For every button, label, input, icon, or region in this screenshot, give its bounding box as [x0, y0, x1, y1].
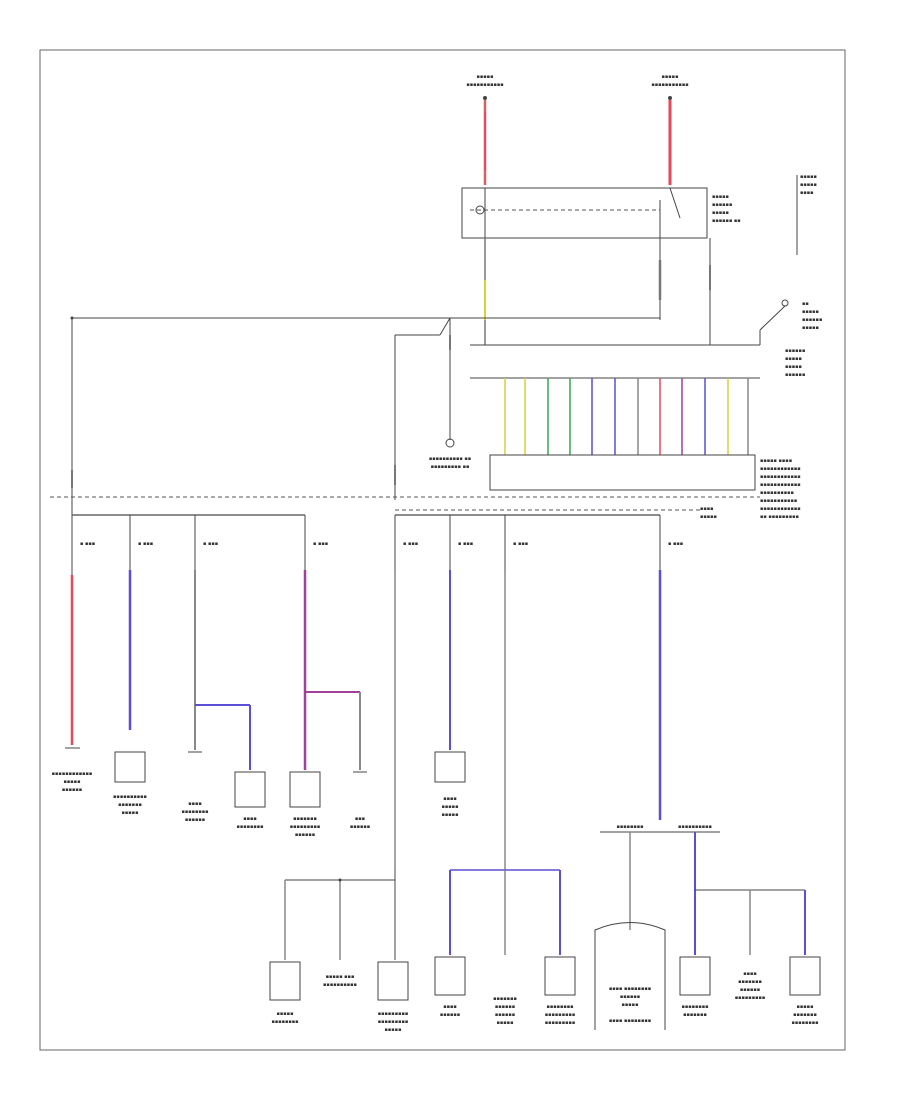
svg-text:▪▪▪▪▪▪: ▪▪▪▪▪▪ [785, 372, 805, 378]
svg-text:▪▪▪▪▪ ▪▪▪: ▪▪▪▪▪ ▪▪▪ [326, 974, 355, 980]
svg-text:▪▪▪▪▪▪▪▪▪▪ ▪▪: ▪▪▪▪▪▪▪▪▪▪ ▪▪ [429, 456, 471, 462]
svg-text:▪▪▪▪▪▪▪▪▪▪▪▪: ▪▪▪▪▪▪▪▪▪▪▪▪ [760, 466, 801, 472]
svg-text:▪▪▪▪▪: ▪▪▪▪▪ [785, 364, 802, 370]
svg-text:▪ ▪▪▪: ▪ ▪▪▪ [458, 541, 473, 547]
svg-text:▪▪▪▪▪: ▪▪▪▪▪ [442, 804, 459, 810]
svg-text:▪▪▪▪▪: ▪▪▪▪▪ [442, 812, 459, 818]
svg-text:▪▪▪▪▪▪▪▪▪▪: ▪▪▪▪▪▪▪▪▪▪ [760, 490, 794, 496]
power-relay: ▪▪▪▪▪ ▪▪▪▪▪▪ ▪▪▪▪▪ ▪▪▪▪▪▪ ▪▪ ▪▪▪▪▪ ▪▪▪▪▪… [461, 174, 817, 255]
svg-text:▪▪▪▪▪▪: ▪▪▪▪▪▪ [740, 987, 760, 993]
svg-text:▪▪▪▪▪: ▪▪▪▪▪ [802, 309, 819, 315]
svg-text:▪▪▪▪▪▪▪▪▪▪: ▪▪▪▪▪▪▪▪▪▪ [678, 824, 712, 830]
svg-text:▪▪: ▪▪ [802, 301, 809, 307]
svg-text:▪▪▪▪▪: ▪▪▪▪▪ [622, 1002, 639, 1008]
svg-text:▪▪▪: ▪▪▪ [355, 816, 365, 822]
svg-text:▪▪▪▪▪: ▪▪▪▪▪ [802, 325, 819, 331]
svg-text:▪▪▪▪▪▪▪▪▪▪▪: ▪▪▪▪▪▪▪▪▪▪▪ [466, 82, 503, 88]
svg-text:▪ ▪▪▪: ▪ ▪▪▪ [203, 541, 218, 547]
svg-text:▪▪▪▪▪▪▪▪: ▪▪▪▪▪▪▪▪ [791, 1020, 818, 1026]
svg-text:▪▪▪▪▪▪▪: ▪▪▪▪▪▪▪ [293, 816, 317, 822]
lower-left-distribution: ▪▪▪▪▪ ▪▪▪▪▪▪▪▪ ▪▪▪▪▪ ▪▪▪ ▪▪▪▪▪▪▪▪▪▪ ▪▪▪▪… [269, 878, 409, 1033]
svg-text:▪▪▪▪▪ ▪▪▪▪: ▪▪▪▪▪ ▪▪▪▪ [760, 458, 792, 464]
svg-text:▪▪▪▪▪▪▪▪: ▪▪▪▪▪▪▪▪ [236, 824, 263, 830]
svg-text:▪▪▪▪▪▪▪▪▪▪: ▪▪▪▪▪▪▪▪▪▪ [323, 982, 357, 988]
svg-text:▪▪▪▪▪▪▪▪: ▪▪▪▪▪▪▪▪ [271, 1019, 298, 1025]
svg-text:▪ ▪▪▪: ▪ ▪▪▪ [513, 541, 528, 547]
svg-text:▪▪▪▪▪: ▪▪▪▪▪ [64, 779, 81, 785]
svg-text:▪▪▪▪▪▪▪: ▪▪▪▪▪▪▪ [738, 979, 762, 985]
svg-text:▪▪▪▪▪: ▪▪▪▪▪ [277, 1011, 294, 1017]
svg-text:▪▪▪▪▪▪▪▪▪: ▪▪▪▪▪▪▪▪▪ [735, 995, 766, 1001]
top-power-sources: ▪▪▪▪▪ ▪▪▪▪▪▪▪▪▪▪▪ ▪▪▪▪▪ ▪▪▪▪▪▪▪▪▪▪▪ [466, 74, 689, 185]
svg-text:▪▪▪▪▪▪ ▪▪: ▪▪▪▪▪▪ ▪▪ [712, 218, 741, 224]
svg-text:▪▪▪▪▪: ▪▪▪▪▪ [800, 182, 817, 188]
svg-text:▪▪▪▪▪▪▪▪▪▪▪: ▪▪▪▪▪▪▪▪▪▪▪ [760, 498, 797, 504]
svg-text:▪▪▪▪: ▪▪▪▪ [743, 971, 757, 977]
svg-text:▪▪▪▪▪▪▪▪: ▪▪▪▪▪▪▪▪ [181, 809, 208, 815]
svg-text:▪▪▪▪▪▪: ▪▪▪▪▪▪ [440, 1012, 460, 1018]
svg-text:▪▪▪▪▪: ▪▪▪▪▪ [712, 210, 729, 216]
svg-text:▪▪▪▪▪: ▪▪▪▪▪ [800, 174, 817, 180]
svg-text:▪▪▪▪: ▪▪▪▪ [700, 506, 714, 512]
svg-text:▪▪▪▪▪▪: ▪▪▪▪▪▪ [185, 817, 205, 823]
svg-text:▪▪▪▪▪▪▪: ▪▪▪▪▪▪▪ [493, 996, 517, 1002]
svg-text:▪▪▪▪▪▪▪: ▪▪▪▪▪▪▪ [683, 1012, 707, 1018]
svg-text:▪▪▪▪▪▪▪▪▪▪▪: ▪▪▪▪▪▪▪▪▪▪▪ [651, 82, 688, 88]
svg-text:▪▪▪▪▪▪▪▪▪: ▪▪▪▪▪▪▪▪▪ [290, 824, 321, 830]
svg-text:▪▪▪▪▪▪: ▪▪▪▪▪▪ [495, 1012, 515, 1018]
diagram-border [39, 49, 846, 1051]
svg-text:▪▪▪▪: ▪▪▪▪ [443, 796, 457, 802]
svg-text:▪▪▪▪▪▪▪▪▪▪▪▪: ▪▪▪▪▪▪▪▪▪▪▪▪ [52, 771, 93, 777]
svg-text:▪▪▪▪▪▪▪▪: ▪▪▪▪▪▪▪▪ [546, 1004, 573, 1010]
svg-text:▪▪▪▪: ▪▪▪▪ [443, 1004, 457, 1010]
svg-text:▪▪▪▪: ▪▪▪▪ [800, 190, 814, 196]
svg-text:▪▪▪▪▪: ▪▪▪▪▪ [700, 514, 717, 520]
svg-text:▪▪▪▪▪▪: ▪▪▪▪▪▪ [495, 1004, 515, 1010]
svg-text:▪▪▪▪▪▪: ▪▪▪▪▪▪ [712, 202, 732, 208]
svg-text:▪▪▪▪▪▪▪▪▪: ▪▪▪▪▪▪▪▪▪ [545, 1012, 576, 1018]
svg-text:▪▪▪▪▪▪: ▪▪▪▪▪▪ [295, 832, 315, 838]
svg-text:▪▪▪▪▪▪▪▪▪: ▪▪▪▪▪▪▪▪▪ [545, 1020, 576, 1026]
svg-text:▪▪▪▪▪: ▪▪▪▪▪ [385, 1027, 402, 1033]
svg-text:▪▪▪▪ ▪▪▪▪▪▪▪▪: ▪▪▪▪ ▪▪▪▪▪▪▪▪ [609, 986, 651, 992]
svg-text:▪▪▪▪▪: ▪▪▪▪▪ [122, 810, 139, 816]
svg-text:▪▪▪▪▪▪▪: ▪▪▪▪▪▪▪ [118, 802, 142, 808]
svg-text:▪▪▪▪▪▪▪▪▪▪: ▪▪▪▪▪▪▪▪▪▪ [113, 794, 147, 800]
svg-text:▪▪▪▪▪▪▪▪▪▪▪▪: ▪▪▪▪▪▪▪▪▪▪▪▪ [760, 506, 801, 512]
svg-text:▪▪▪▪▪▪: ▪▪▪▪▪▪ [802, 317, 822, 323]
svg-text:▪▪▪▪▪▪▪▪▪: ▪▪▪▪▪▪▪▪▪ [378, 1019, 409, 1025]
svg-text:▪▪▪▪▪▪▪: ▪▪▪▪▪▪▪ [793, 1012, 817, 1018]
svg-text:▪▪▪▪▪: ▪▪▪▪▪ [477, 74, 494, 80]
svg-text:▪▪ ▪▪▪▪▪▪▪▪▪: ▪▪ ▪▪▪▪▪▪▪▪▪ [760, 514, 799, 520]
svg-text:▪▪▪▪▪: ▪▪▪▪▪ [712, 194, 729, 200]
svg-text:▪▪▪▪▪▪: ▪▪▪▪▪▪ [350, 824, 370, 830]
lower-right-distribution: ▪▪▪▪▪▪▪▪ ▪▪▪▪▪▪▪▪▪▪ ▪▪▪▪ ▪▪▪▪▪▪▪▪ ▪▪▪▪▪▪… [594, 824, 821, 1030]
svg-text:▪▪▪▪▪▪: ▪▪▪▪▪▪ [785, 348, 805, 354]
svg-text:▪▪▪▪▪▪▪▪▪: ▪▪▪▪▪▪▪▪▪ [378, 1011, 409, 1017]
svg-text:▪▪▪▪▪▪: ▪▪▪▪▪▪ [620, 994, 640, 1000]
lower-middle-distribution: ▪▪▪▪ ▪▪▪▪▪▪ ▪▪▪▪▪▪▪ ▪▪▪▪▪▪ ▪▪▪▪▪▪ ▪▪▪▪▪ … [434, 869, 576, 1026]
svg-text:▪▪▪▪▪▪▪▪▪ ▪▪: ▪▪▪▪▪▪▪▪▪ ▪▪ [431, 464, 470, 470]
components-row-1: ▪▪▪▪▪▪▪▪▪▪▪▪ ▪▪▪▪▪ ▪▪▪▪▪▪ ▪▪▪▪▪▪▪▪▪▪ ▪▪▪… [52, 747, 466, 838]
svg-text:▪▪▪▪▪: ▪▪▪▪▪ [497, 1020, 514, 1026]
svg-text:▪▪▪▪▪: ▪▪▪▪▪ [797, 1004, 814, 1010]
svg-text:▪▪▪▪▪▪▪▪: ▪▪▪▪▪▪▪▪ [616, 824, 643, 830]
svg-text:▪▪▪▪ ▪▪▪▪▪▪▪▪: ▪▪▪▪ ▪▪▪▪▪▪▪▪ [609, 1018, 651, 1024]
svg-text:▪▪▪▪▪: ▪▪▪▪▪ [785, 356, 802, 362]
svg-text:▪ ▪▪▪: ▪ ▪▪▪ [138, 541, 153, 547]
svg-text:▪▪▪▪▪▪▪▪▪▪▪▪: ▪▪▪▪▪▪▪▪▪▪▪▪ [760, 482, 801, 488]
junction-block: ▪▪ ▪▪▪▪▪ ▪▪▪▪▪▪ ▪▪▪▪▪ ▪▪▪▪▪▪ ▪▪▪▪▪ ▪▪▪▪▪… [470, 299, 822, 520]
svg-text:▪▪▪▪: ▪▪▪▪ [188, 801, 202, 807]
svg-text:▪ ▪▪▪: ▪ ▪▪▪ [80, 541, 95, 547]
svg-text:▪▪▪▪▪▪▪▪: ▪▪▪▪▪▪▪▪ [681, 1004, 708, 1010]
svg-text:▪▪▪▪▪▪▪▪▪▪▪▪: ▪▪▪▪▪▪▪▪▪▪▪▪ [760, 474, 801, 480]
fuse-drops: ▪ ▪▪▪ ▪ ▪▪▪ ▪ ▪▪▪ ▪ ▪▪▪ ▪ ▪▪▪ ▪ ▪▪▪ ▪ ▪▪… [70, 515, 683, 960]
svg-text:▪▪▪▪: ▪▪▪▪ [243, 816, 257, 822]
svg-text:▪ ▪▪▪: ▪ ▪▪▪ [313, 541, 328, 547]
svg-text:▪ ▪▪▪: ▪ ▪▪▪ [403, 541, 418, 547]
svg-text:▪▪▪▪▪▪: ▪▪▪▪▪▪ [62, 787, 82, 793]
svg-text:▪▪▪▪▪: ▪▪▪▪▪ [662, 74, 679, 80]
svg-text:▪ ▪▪▪: ▪ ▪▪▪ [668, 541, 683, 547]
